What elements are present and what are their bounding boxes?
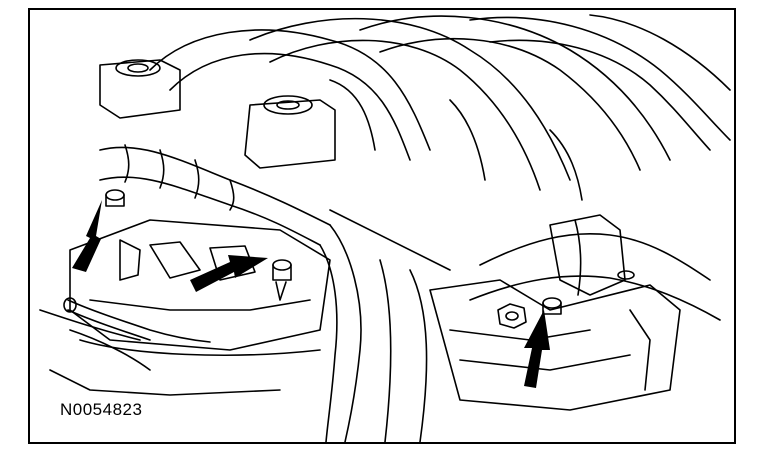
intake-manifold-runners [149, 14, 731, 201]
callout-arrow-center-bolt [190, 255, 268, 292]
figure-id-label: N0054823 [60, 400, 143, 419]
coolant-hose-right [469, 214, 721, 321]
illustration-frame: N0054823 [28, 8, 736, 444]
bolt-right [542, 297, 562, 315]
wiring-harness [99, 144, 451, 442]
bolt-far-right [617, 270, 635, 280]
callout-arrow-right-bolt [524, 310, 550, 388]
manifold-boss-left [99, 59, 181, 119]
bolt-left [105, 189, 125, 207]
bolt-center [272, 259, 292, 301]
engine-intake-manifold-illustration [39, 14, 731, 442]
lower-engine-block [49, 279, 681, 411]
manifold-boss-center [244, 95, 336, 169]
callout-arrow-left-bolt [72, 200, 102, 272]
fuel-line-left [63, 297, 211, 343]
lower-intake-flange [39, 219, 331, 371]
bolt-head-hex [497, 303, 527, 329]
